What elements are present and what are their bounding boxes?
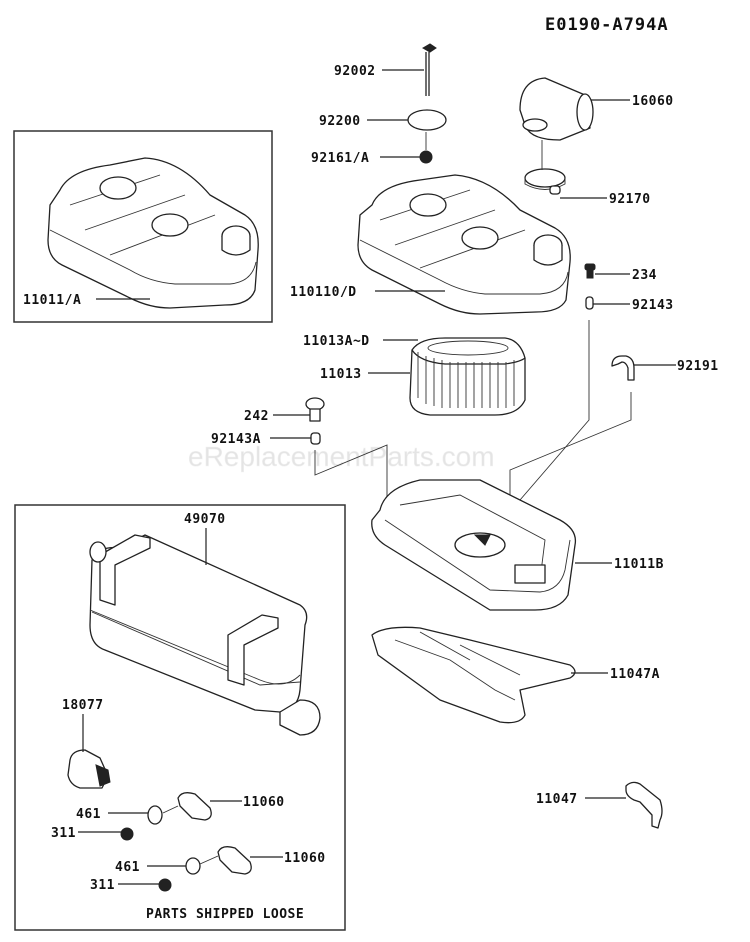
part-label-11047[interactable]: 11047 <box>536 792 578 807</box>
part-label-92200[interactable]: 92200 <box>319 114 361 129</box>
part-461b-washer-illustration <box>185 857 201 875</box>
part-label-234[interactable]: 234 <box>632 268 657 283</box>
part-label-49070[interactable]: 49070 <box>184 512 226 527</box>
part-92191-hose-illustration <box>611 355 635 381</box>
part-label-461a[interactable]: 461 <box>76 807 101 822</box>
part-label-16060[interactable]: 16060 <box>632 94 674 109</box>
part-label-11060b[interactable]: 11060 <box>284 851 326 866</box>
air-cleaner-cover-illustration <box>357 174 571 315</box>
part-label-11011A[interactable]: 11011/A <box>23 293 81 308</box>
part-11011B-base-illustration <box>371 479 577 611</box>
watermark: eReplacementParts.com <box>188 441 495 472</box>
part-label-92143A[interactable]: 92143A <box>211 432 261 447</box>
part-242-bolt-illustration <box>305 397 325 422</box>
part-label-461b[interactable]: 461 <box>115 860 140 875</box>
part-label-92161A[interactable]: 92161/A <box>311 151 369 166</box>
part-92143-collar-illustration <box>585 296 594 310</box>
part-234-bolt-illustration <box>584 263 596 279</box>
part-label-92143[interactable]: 92143 <box>632 298 674 313</box>
part-label-11013AD[interactable]: 11013A~D <box>303 334 370 349</box>
part-label-92002[interactable]: 92002 <box>334 64 376 79</box>
part-label-11060a[interactable]: 11060 <box>243 795 285 810</box>
part-label-92170[interactable]: 92170 <box>609 192 651 207</box>
part-92002-bolt-illustration <box>421 43 437 96</box>
part-label-11047A[interactable]: 11047A <box>610 667 660 682</box>
part-label-311a[interactable]: 311 <box>51 826 76 841</box>
part-18077-sensor-illustration <box>67 749 111 789</box>
part-11013-filter-illustration <box>409 337 526 416</box>
part-label-11011B[interactable]: 11011B <box>614 557 664 572</box>
part-label-18077[interactable]: 18077 <box>62 698 104 713</box>
diagram-id: E0190-A794A <box>545 15 669 35</box>
part-461a-washer-illustration <box>147 805 163 825</box>
part-label-110110D[interactable]: 110110/D <box>290 285 357 300</box>
part-311b-nut-illustration <box>158 878 172 892</box>
part-11060b-gasket-illustration <box>217 846 252 875</box>
part-16060-elbow-illustration <box>519 77 594 141</box>
part-label-92191[interactable]: 92191 <box>677 359 719 374</box>
part-11060a-gasket-illustration <box>177 792 212 821</box>
inset-box-cover-variant <box>13 130 273 323</box>
part-311a-nut-illustration <box>120 827 134 841</box>
part-92170-clamp-illustration <box>524 168 566 195</box>
part-92143A-collar-illustration <box>310 432 321 445</box>
part-label-242[interactable]: 242 <box>244 409 269 424</box>
part-11047-bracket-illustration <box>625 781 663 829</box>
part-label-11013[interactable]: 11013 <box>320 367 362 382</box>
part-11047A-plate-illustration <box>371 626 576 724</box>
part-92200-washer-illustration <box>407 109 447 131</box>
shipped-loose-note: PARTS SHIPPED LOOSE <box>146 907 304 922</box>
part-92161A-nut-illustration <box>419 150 433 164</box>
part-label-311b[interactable]: 311 <box>90 878 115 893</box>
inset-box-shipped-loose <box>14 504 346 931</box>
part-49070-muffler-illustration <box>89 534 321 736</box>
air-cleaner-cover-variant-illustration <box>47 157 259 309</box>
